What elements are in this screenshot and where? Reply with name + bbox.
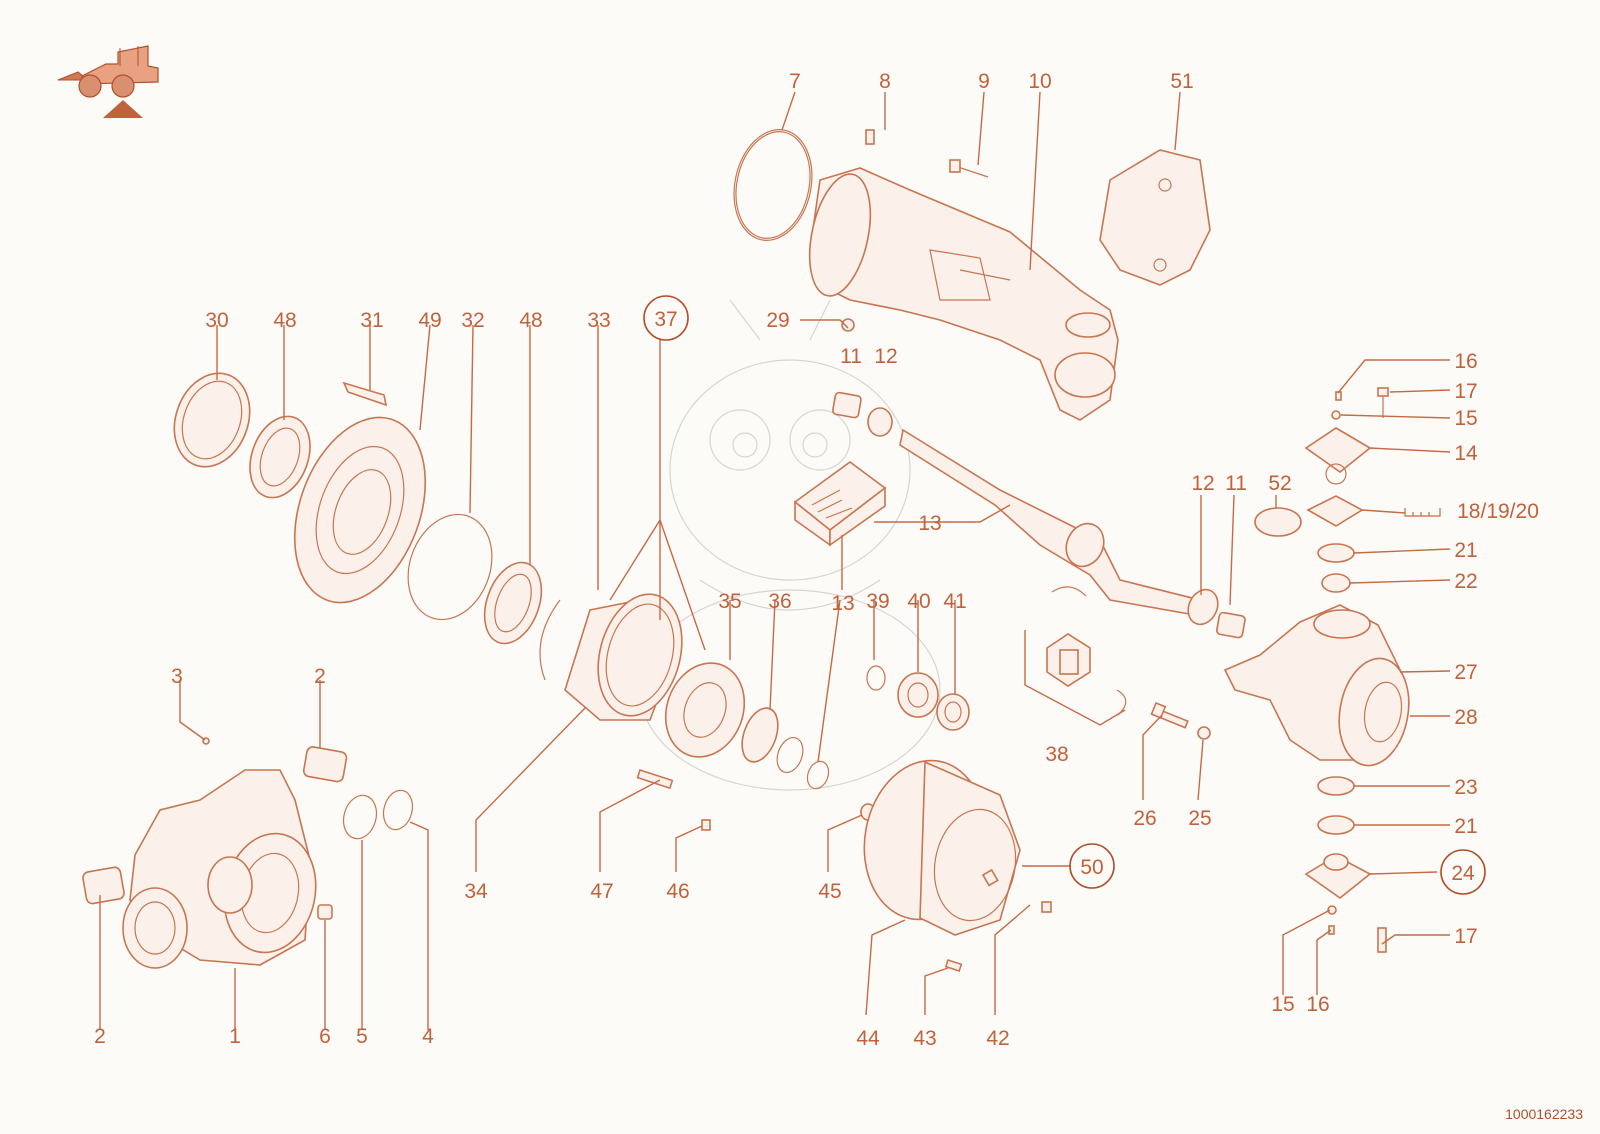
callout-47: 47 <box>590 880 613 903</box>
callout-11-right: 11 <box>1225 472 1247 495</box>
callout-36: 36 <box>768 590 791 613</box>
callout-1: 1 <box>229 1025 241 1048</box>
callout-25: 25 <box>1188 807 1211 830</box>
callout-9: 9 <box>978 70 990 93</box>
axle-housing <box>733 129 1211 421</box>
universal-joint <box>1046 586 1127 716</box>
callout-35: 35 <box>718 590 741 613</box>
callout-24: 24 <box>1451 862 1475 885</box>
callout-4: 4 <box>422 1025 434 1048</box>
callout-32: 32 <box>461 309 484 332</box>
callout-6: 6 <box>319 1025 331 1048</box>
callout-48-right: 48 <box>519 309 542 332</box>
callout-41: 41 <box>943 590 966 613</box>
callout-48-left: 48 <box>273 309 296 332</box>
callout-29: 29 <box>766 309 789 332</box>
callout-51: 51 <box>1170 70 1193 93</box>
callout-37: 37 <box>654 308 677 331</box>
callout-28: 28 <box>1454 706 1477 729</box>
callout-45: 45 <box>818 880 841 903</box>
callout-8: 8 <box>879 70 891 93</box>
callout-17-bottom: 17 <box>1454 925 1477 948</box>
callout-3: 3 <box>171 665 183 688</box>
callout-34: 34 <box>464 880 488 903</box>
callout-15-bottom: 15 <box>1271 993 1294 1016</box>
callout-38: 38 <box>1045 743 1068 766</box>
drive-shaft <box>793 391 1246 639</box>
ring-gear-group <box>539 593 876 831</box>
callout-12-left: 12 <box>874 345 897 368</box>
callout-42: 42 <box>986 1027 1009 1050</box>
final-drive-housing <box>82 737 414 969</box>
left-wheel-hub-group <box>173 372 543 645</box>
callout-40: 40 <box>907 590 930 613</box>
callout-31: 31 <box>360 309 383 332</box>
wheel-housing <box>863 759 1052 972</box>
callout-13-right: 13 <box>918 512 941 535</box>
callout-21-top: 21 <box>1454 539 1477 562</box>
reference-number: 1000162233 <box>1505 1106 1583 1122</box>
callout-14: 14 <box>1454 442 1478 465</box>
callout-18-19-20: 18/19/20 <box>1457 500 1539 523</box>
callout-2-bottom: 2 <box>94 1025 106 1048</box>
callout-26: 26 <box>1133 807 1156 830</box>
callout-15-top: 15 <box>1454 407 1477 430</box>
callout-10: 10 <box>1028 70 1051 93</box>
callout-44: 44 <box>856 1027 880 1050</box>
callout-27: 27 <box>1454 661 1477 684</box>
callout-16-bottom: 16 <box>1306 993 1329 1016</box>
callout-30: 30 <box>205 309 228 332</box>
callout-11-left: 11 <box>840 345 862 368</box>
callout-22: 22 <box>1454 570 1477 593</box>
callout-39: 39 <box>866 590 889 613</box>
callout-43: 43 <box>913 1027 936 1050</box>
callout-23: 23 <box>1454 776 1477 799</box>
callout-2-top: 2 <box>314 665 326 688</box>
leader-lines <box>99 91 1451 1030</box>
callout-46: 46 <box>666 880 689 903</box>
callout-21-bottom: 21 <box>1454 815 1477 838</box>
steering-knuckle-group <box>1223 387 1410 953</box>
callout-7: 7 <box>789 70 801 93</box>
callout-33: 33 <box>587 309 610 332</box>
bolt-and-nut <box>1150 701 1211 740</box>
callout-12-right: 12 <box>1191 472 1214 495</box>
callout-16-top: 16 <box>1454 350 1477 373</box>
callout-circles <box>643 295 1486 895</box>
callout-labels: 1 2 2 3 4 5 6 7 8 9 10 51 29 11 12 13 13… <box>94 70 1539 1050</box>
callout-17-top: 17 <box>1454 380 1477 403</box>
wheel-loader-icon <box>57 45 159 118</box>
callout-13-lower: 13 <box>831 592 854 615</box>
planet-gears <box>866 665 970 731</box>
callout-49: 49 <box>418 309 441 332</box>
callout-52: 52 <box>1268 472 1291 495</box>
callout-50: 50 <box>1080 856 1103 879</box>
callout-5: 5 <box>356 1025 368 1048</box>
